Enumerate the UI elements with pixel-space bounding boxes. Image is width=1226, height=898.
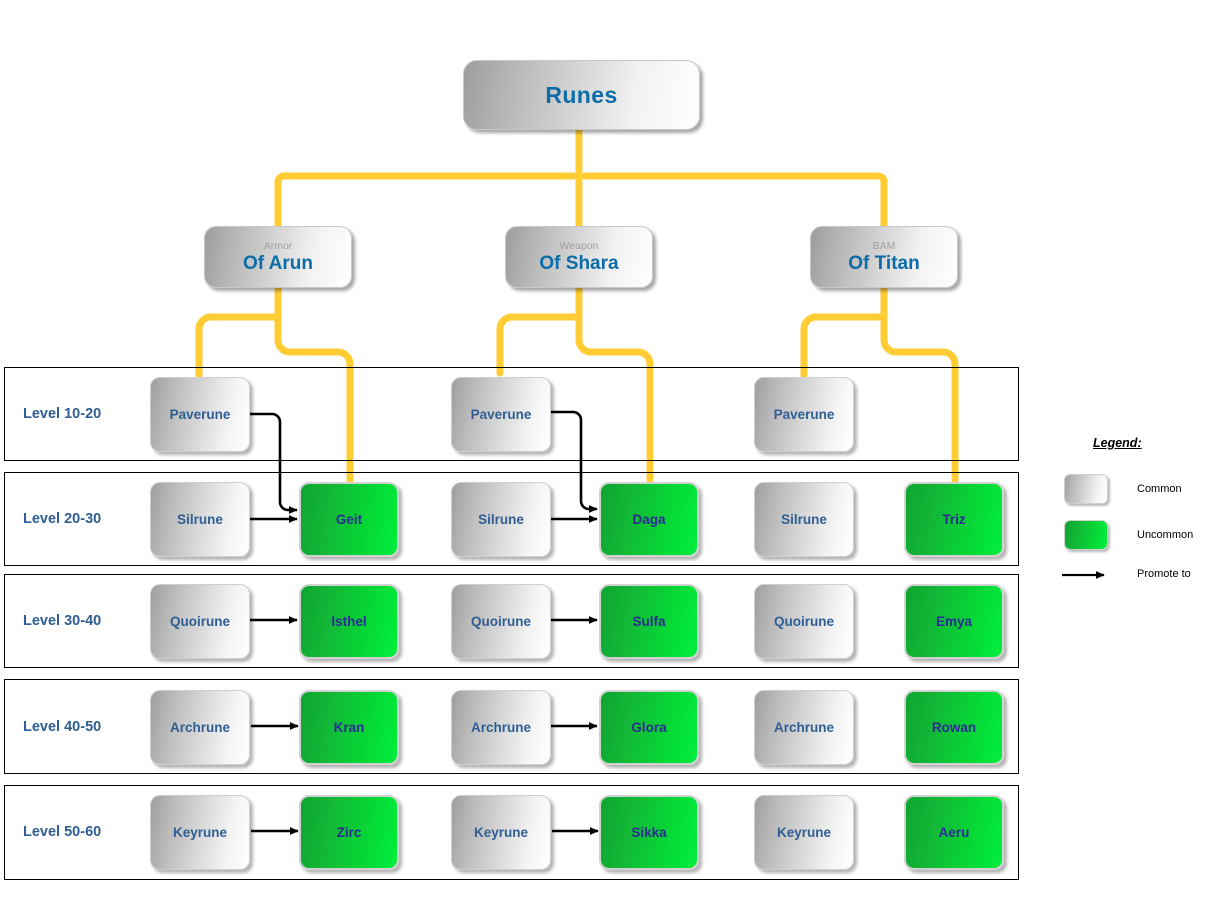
rune-node-label: Sikka (631, 825, 667, 840)
rune-node-label: Silrune (177, 512, 223, 527)
wire-bus-left (274, 172, 577, 186)
rune-node-common[interactable]: Keyrune (754, 795, 854, 870)
level-row-frame (4, 574, 1019, 668)
category-node-weapon[interactable]: Weapon Of Shara (505, 226, 653, 288)
rune-node-uncommon[interactable]: Aeru (904, 795, 1004, 870)
rune-node-common[interactable]: Archrune (451, 690, 551, 765)
rune-node-label: Geit (335, 512, 363, 527)
category-subtitle: Armor (263, 240, 293, 252)
root-node-label: Runes (545, 81, 618, 108)
legend-label-uncommon: Uncommon (1137, 529, 1194, 541)
level-row-frame (4, 367, 1019, 461)
rune-node-common[interactable]: Paverune (150, 377, 250, 452)
rune-node-label: Archrune (773, 720, 834, 735)
rune-node-label: Archrune (169, 720, 230, 735)
rune-node-label: Quoirune (170, 614, 230, 629)
wire-bus-right (581, 172, 888, 186)
rune-node-common[interactable]: Archrune (150, 690, 250, 765)
rune-node-label: Quoirune (471, 614, 531, 629)
rune-node-uncommon[interactable]: Sikka (599, 795, 699, 870)
rune-node-common[interactable]: Paverune (451, 377, 551, 452)
rune-node-label: Paverune (169, 407, 231, 422)
rune-node-label: Zirc (336, 825, 362, 840)
rune-node-common[interactable]: Quoirune (150, 584, 250, 659)
category-subtitle: Weapon (559, 240, 599, 252)
rune-node-label: Aeru (938, 825, 970, 840)
legend-swatch-uncommon (1064, 520, 1108, 550)
rune-node-uncommon[interactable]: Daga (599, 482, 699, 557)
level-row-label: Level 40-50 (23, 719, 102, 735)
level-row-label: Level 50-60 (23, 824, 102, 840)
rune-node-uncommon[interactable]: Isthel (299, 584, 399, 659)
rune-node-uncommon[interactable]: Sulfa (599, 584, 699, 659)
level-row-frame (4, 785, 1019, 880)
rune-node-label: Paverune (773, 407, 835, 422)
legend-swatch-common (1064, 474, 1108, 504)
rune-node-common[interactable]: Paverune (754, 377, 854, 452)
rune-node-common[interactable]: Silrune (150, 482, 250, 557)
level-row-frame (4, 472, 1019, 566)
rune-node-uncommon[interactable]: Emya (904, 584, 1004, 659)
level-row-label: Level 30-40 (23, 613, 102, 629)
level-row-label: Level 10-20 (23, 406, 102, 422)
rune-node-common[interactable]: Silrune (754, 482, 854, 557)
rune-node-label: Rowan (931, 720, 977, 735)
rune-node-uncommon[interactable]: Triz (904, 482, 1004, 557)
rune-node-common[interactable]: Keyrune (451, 795, 551, 870)
level-row-label: Level 20-30 (23, 511, 102, 527)
level-row-frame (4, 679, 1019, 774)
rune-node-label: Silrune (781, 512, 827, 527)
rune-node-uncommon[interactable]: Zirc (299, 795, 399, 870)
rune-node-common[interactable]: Archrune (754, 690, 854, 765)
rune-node-label: Kran (333, 720, 365, 735)
legend-title: Legend: (1093, 436, 1142, 450)
rune-node-label: Glora (631, 720, 667, 735)
category-label: Of Shara (539, 253, 619, 274)
wire-weapon-to-paverune (496, 313, 583, 377)
rune-node-label: Paverune (470, 407, 532, 422)
rune-node-label: Triz (942, 512, 966, 527)
category-label: Of Arun (242, 253, 313, 274)
rune-node-uncommon[interactable]: Glora (599, 690, 699, 765)
category-node-armor[interactable]: Armor Of Arun (204, 226, 352, 288)
rune-node-label: Isthel (331, 614, 367, 629)
category-node-bam[interactable]: BAM Of Titan (810, 226, 958, 288)
category-label: Of Titan (848, 253, 920, 274)
rune-node-uncommon[interactable]: Kran (299, 690, 399, 765)
rune-node-label: Daga (632, 512, 666, 527)
legend-label-promote-to: Promote to (1137, 568, 1191, 580)
legend-label-common: Common (1137, 483, 1182, 495)
rune-node-label: Sulfa (632, 614, 666, 629)
rune-node-label: Emya (935, 614, 973, 629)
rune-node-label: Keyrune (172, 825, 228, 840)
rune-node-common[interactable]: Silrune (451, 482, 551, 557)
rune-node-uncommon[interactable]: Rowan (904, 690, 1004, 765)
category-subtitle: BAM (872, 240, 896, 252)
rune-node-common[interactable]: Quoirune (451, 584, 551, 659)
rune-node-label: Keyrune (776, 825, 832, 840)
rune-node-common[interactable]: Quoirune (754, 584, 854, 659)
rune-node-common[interactable]: Keyrune (150, 795, 250, 870)
rune-node-label: Quoirune (774, 614, 834, 629)
rune-node-label: Silrune (478, 512, 524, 527)
rune-node-uncommon[interactable]: Geit (299, 482, 399, 557)
rune-node-label: Keyrune (473, 825, 529, 840)
rune-node-label: Archrune (470, 720, 531, 735)
root-node-runes[interactable]: Runes (463, 60, 700, 130)
